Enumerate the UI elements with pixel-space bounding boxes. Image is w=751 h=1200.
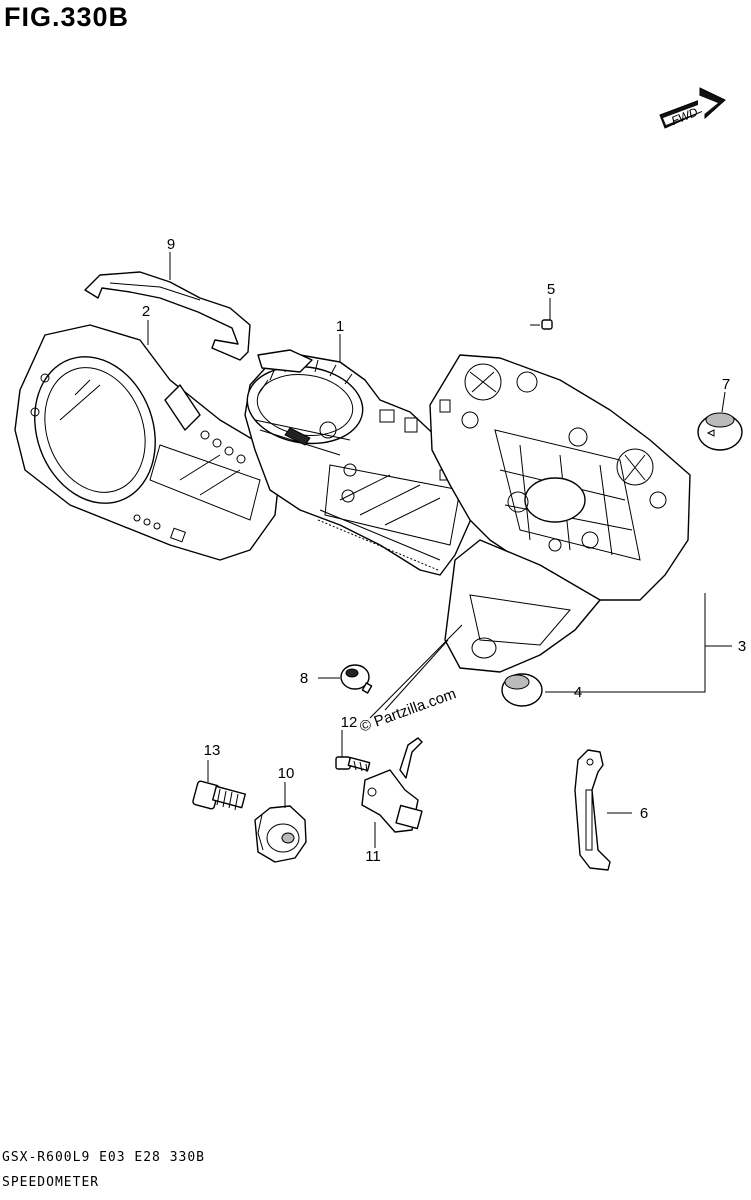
part-3-rear-housing bbox=[429, 354, 691, 673]
callout-8: 8 bbox=[300, 670, 308, 687]
callout-3: 3 bbox=[738, 638, 746, 655]
part-13-bolt bbox=[192, 780, 247, 811]
watermark-text: © Partzilla.com bbox=[358, 685, 459, 736]
figure-title: FIG.330B bbox=[4, 2, 130, 32]
fwd-arrow-icon: FWD bbox=[659, 87, 726, 129]
part-12-bolt bbox=[335, 756, 371, 773]
part-1-meter-assembly bbox=[244, 349, 476, 576]
callout-4: 4 bbox=[574, 684, 582, 701]
part-4-grommet bbox=[501, 673, 543, 707]
callout-1: 1 bbox=[336, 318, 344, 335]
callout-2: 2 bbox=[142, 303, 150, 320]
callout-11: 11 bbox=[365, 848, 381, 865]
callout-7: 7 bbox=[722, 376, 730, 393]
part-8-damper bbox=[340, 664, 373, 694]
callout-13: 13 bbox=[204, 742, 221, 759]
part-2-lower-case bbox=[14, 324, 281, 561]
part-7-grommet bbox=[697, 412, 743, 451]
fwd-label: FWD bbox=[669, 105, 700, 128]
part-10-cushion bbox=[254, 805, 307, 863]
footer-section-name: SPEEDOMETER bbox=[2, 1175, 100, 1190]
footer-model-code: GSX-R600L9 E03 E28 330B bbox=[2, 1150, 206, 1165]
callout-6: 6 bbox=[640, 805, 648, 822]
callout-12: 12 bbox=[341, 714, 358, 731]
part-5-screw bbox=[530, 319, 553, 330]
callout-9: 9 bbox=[167, 236, 175, 253]
part-6-cable-strap bbox=[574, 749, 611, 871]
leader-lines bbox=[147, 252, 732, 848]
part-11-sensor bbox=[361, 737, 423, 833]
callout-10: 10 bbox=[278, 765, 295, 782]
callout-labels: 1 2 3 4 5 6 7 8 9 10 11 12 13 bbox=[142, 236, 746, 865]
callout-5: 5 bbox=[547, 281, 555, 298]
part-9-bracket bbox=[84, 271, 251, 361]
